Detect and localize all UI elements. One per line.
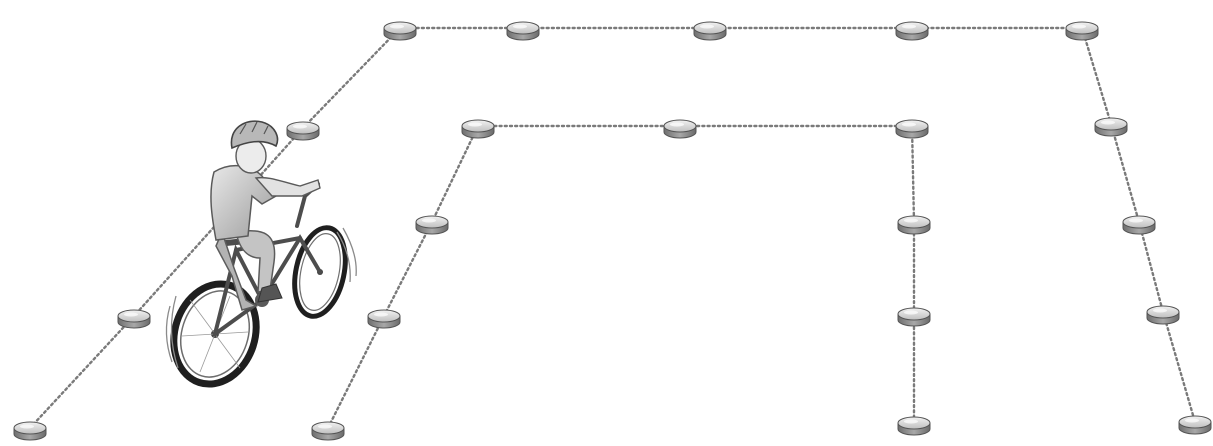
cone-marker-icon bbox=[383, 21, 417, 41]
outer-course-line bbox=[28, 26, 1197, 430]
cone-marker-icon bbox=[693, 21, 727, 41]
cone-marker-icon bbox=[415, 215, 449, 235]
cone-markers bbox=[13, 21, 1212, 441]
cone-marker-icon bbox=[506, 21, 540, 41]
cone-marker-icon bbox=[311, 421, 345, 441]
cone-marker-icon bbox=[367, 309, 401, 329]
cone-marker-icon bbox=[897, 307, 931, 327]
cone-marker-icon bbox=[897, 416, 931, 436]
cone-marker-icon bbox=[1094, 117, 1128, 137]
cone-marker-icon bbox=[13, 421, 47, 441]
cone-marker-icon bbox=[461, 119, 495, 139]
cone-marker-icon bbox=[663, 119, 697, 139]
motion-lines bbox=[165, 227, 357, 369]
cone-marker-icon bbox=[1146, 305, 1180, 325]
cone-marker-icon bbox=[1065, 21, 1099, 41]
cone-marker-icon bbox=[286, 121, 320, 141]
cone-marker-icon bbox=[1178, 415, 1212, 435]
cone-marker-icon bbox=[895, 21, 929, 41]
cyclist-icon bbox=[165, 120, 357, 388]
rider-head bbox=[230, 120, 279, 174]
rider-arm bbox=[254, 176, 321, 197]
cone-marker-icon bbox=[1122, 215, 1156, 235]
rider-torso bbox=[210, 164, 278, 241]
course-lines bbox=[28, 26, 1197, 430]
cone-marker-icon bbox=[895, 119, 929, 139]
cone-marker-icon bbox=[117, 309, 151, 329]
inner-course-line bbox=[326, 124, 916, 430]
helmet-icon bbox=[230, 120, 279, 150]
cone-marker-icon bbox=[897, 215, 931, 235]
rider-legs bbox=[215, 229, 283, 311]
